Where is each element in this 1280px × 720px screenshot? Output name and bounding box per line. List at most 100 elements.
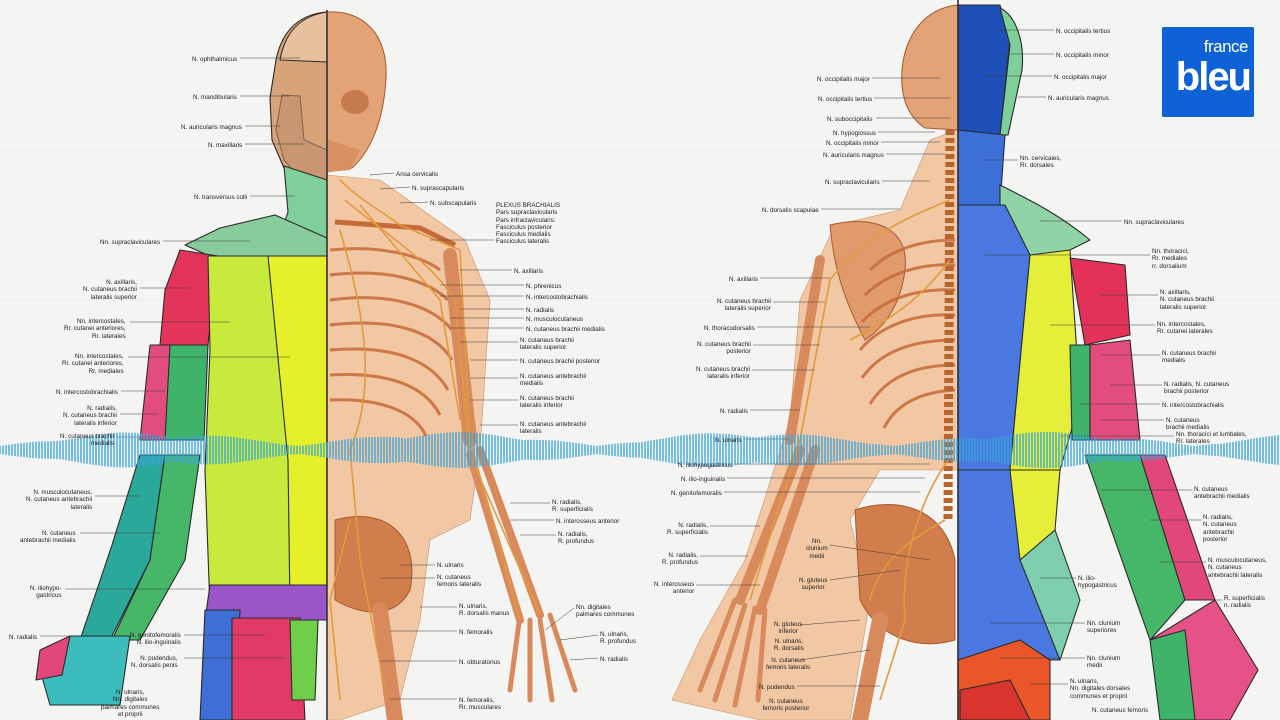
nerve-label: N. axillaris [729, 276, 759, 283]
nerve-label: N. ulnaris, R. dorsalis manus [459, 603, 510, 618]
back-yellow [1009, 249, 1081, 471]
clavicle [334, 219, 457, 248]
nerve-label: Ansa cervicalis [396, 171, 438, 178]
nerve-label: N. gluteus superior [799, 577, 828, 592]
nerve-label: N. suprascapularis [412, 185, 465, 192]
nerve-label: N. ilio-inguinalis [681, 476, 726, 483]
thigh-pink [231, 617, 306, 720]
anterior-dermatome-map [35, 11, 328, 720]
nerve-label: PLEXUS BRACHIALIS Pars supraclavicularis… [496, 202, 561, 246]
nerve-label: N. pudendus, N. dorsalis penis [131, 655, 178, 670]
hand-bones [507, 612, 578, 703]
nerve-label: N. iliohypogastricus [678, 462, 733, 469]
nerve-label: N. intercostobrachialis [1162, 402, 1224, 409]
anterior-nerves [329, 179, 541, 701]
thigh-blue [199, 609, 241, 720]
logo-line-1: france [1203, 37, 1249, 56]
nerve-label: N. radialis, R. superficialis [552, 499, 593, 514]
nerve-label: N. ulnaris [437, 562, 464, 569]
nerve-label: N. femoralis, Rr. musculares [459, 697, 501, 712]
nerve-label: Nn. clunium medii [1087, 655, 1121, 670]
nerve-label: N. cutaneus brachii lateralis superior [520, 337, 574, 352]
nerve-label: N. cutaneus femoris lateralis [766, 657, 811, 672]
nerve-label: N. intercostobrachialis [56, 389, 118, 396]
forearm-green [111, 454, 201, 641]
nerve-label: Nn. supraclaviculares [1124, 219, 1185, 226]
nerve-label: N. genitofemoralis N. ilio-inguinalis [130, 632, 181, 647]
upper-arm-back-red [1069, 257, 1131, 346]
nerve-label: Nn. intercostales, Rr. cutanei anteriore… [64, 318, 126, 340]
france-bleu-logo: france bleu [1162, 27, 1254, 117]
nerve-label: N. ulnaris [715, 437, 742, 444]
flank-green [1019, 529, 1081, 661]
nerve-label: N. cutaneus femoris [1092, 707, 1148, 714]
genital-green [289, 619, 319, 701]
nerve-label: N. radialis, N. cutaneus brachii posteri… [1164, 381, 1230, 396]
nerve-label: N. ulnaris, R. profundus [600, 631, 637, 646]
nerve-label: N. cutaneus femoris lateralis [437, 574, 482, 589]
nerve-label: N. axillaris, N. cutaneus brachii latera… [1160, 289, 1214, 311]
nerve-label: N. cutaneus brachii lateralis inferior [520, 395, 574, 410]
nerve-label: N. occipitalis major [1054, 74, 1107, 81]
face-ophthalmic [279, 11, 328, 63]
buttock-red [959, 679, 1031, 720]
nerve-label: N. ophthalmicus [192, 56, 238, 63]
nerve-label: N. cutaneus brachii medialis [526, 326, 605, 333]
nerve-label: N. transversus colli [194, 194, 248, 201]
nerve-label: N. occipitalis major [817, 76, 870, 83]
nerve-label: N. pudendus [759, 684, 795, 691]
nerve-label: N. maxillaris [208, 142, 243, 149]
nerve-label: N. radialis [526, 307, 554, 314]
nerve-label: N. occipitalis minor [826, 140, 879, 147]
upper-arm-pink [139, 344, 171, 441]
skull-back [901, 4, 959, 131]
nerve-label: N. ulnaris, R. dorsalis [774, 638, 804, 653]
nerve-label: N. radialis, N. cutaneus antebrachii pos… [1203, 514, 1237, 543]
shoulder-back-green [999, 184, 1091, 256]
nerve-label: N. radialis [9, 634, 37, 641]
nerve-label: N. cutaneus brachii posterior [520, 358, 601, 365]
nerve-label: Nn. intercostales, Rr. cutanei laterales [1157, 321, 1213, 336]
nerve-label: N. cutaneus antebrachii medialis [520, 373, 587, 388]
nerve-label: N. cutaneus femoris posterior [762, 698, 810, 713]
nerve-label: R. superficialis n. radialis [1224, 595, 1265, 610]
nerve-label: N. gluteus inferior [774, 621, 803, 636]
nerve-label: N. musculocutaneus, N. cutaneus antebrac… [1208, 557, 1267, 579]
nerve-label: N. iliohypo- gastricus [30, 585, 62, 600]
nerve-label: N. cutaneus brachii medialis [1162, 350, 1216, 365]
nerve-label: Nn. clunium medii [806, 538, 828, 560]
nerve-label: N. cutaneus brachii medialis [1166, 417, 1210, 432]
nerve-label: N. radialis, N. cutaneus brachii lateral… [63, 405, 117, 427]
jaw [328, 140, 360, 172]
nerve-label: N. radialis, R. profundus [662, 552, 699, 567]
hand-pink [35, 635, 71, 681]
nerve-label: N. thoracodorsalis [704, 325, 755, 332]
nerve-label: N. axillaris, N. cutaneus brachii latera… [83, 279, 137, 301]
nerve-label: N. radialis, R. profundus [558, 531, 595, 546]
nerve-label: N. radialis, R. superficialis [667, 522, 708, 537]
nerve-label: Nn. thoracici, Rr. mediales rr. dorsaliu… [1152, 248, 1189, 270]
nerve-label: N. mandibularis [193, 94, 237, 101]
nerve-label: N. auricularis magnus [1048, 95, 1109, 102]
spine [943, 129, 955, 521]
nerve-label: N. femoralis [459, 629, 493, 636]
nerve-label: N. dorsalis scapulae [762, 207, 819, 214]
nerve-label: N. auricularis magnus [823, 152, 884, 159]
nerve-label: N. phrenicus [526, 283, 562, 290]
nerve-label: N. hypoglossus [833, 130, 877, 137]
nerve-label: N. subscapularis [430, 200, 477, 207]
nerve-label: N. cutaneus antebrachii medialis [1194, 486, 1250, 501]
nerve-label: N. cutaneus antebrachii lateralis [520, 421, 587, 436]
nerve-label: N. occipitalis tertius [1056, 28, 1111, 35]
nerve-label: Nn. thoracici et lumbales, Rr. laterales [1176, 431, 1247, 446]
upper-arm-back-green [1069, 344, 1091, 441]
nerve-label: N. genitofemoralis [671, 490, 722, 497]
nerve-label: N. supraclavicularis [825, 179, 880, 186]
nerve-label: N. axillaris [514, 268, 544, 275]
nerve-label: N. suboccipitalis [827, 116, 873, 123]
nerve-label: Nn. clunium superiores [1087, 620, 1121, 635]
posterior-skeleton [671, 4, 959, 720]
posterior-nerves [749, 199, 951, 701]
